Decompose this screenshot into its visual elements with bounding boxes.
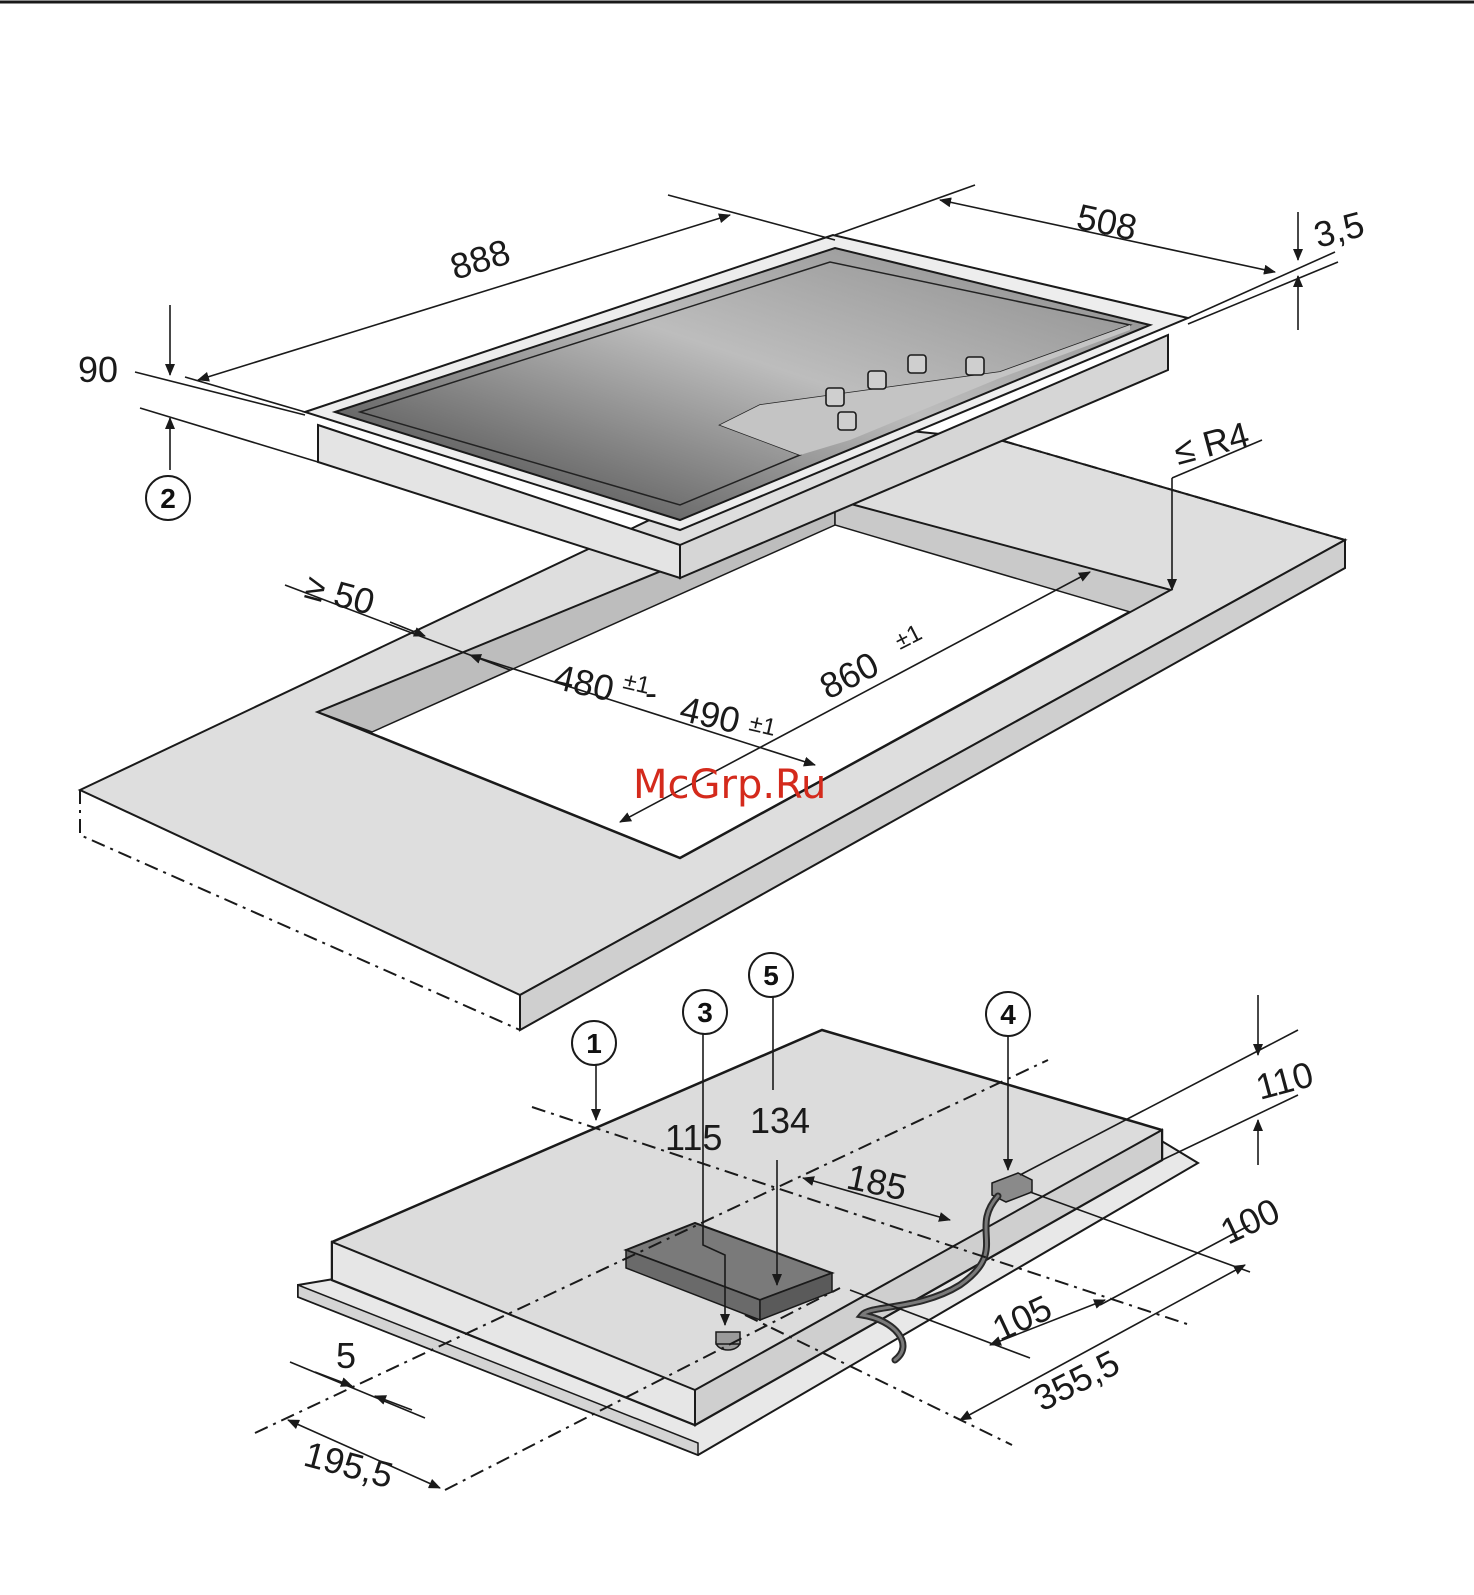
ext-line-110-bottom bbox=[1162, 1095, 1298, 1160]
dim-110: 110 bbox=[1251, 1053, 1317, 1107]
dim-888: 888 bbox=[445, 231, 514, 288]
dim-100: 100 bbox=[1214, 1190, 1286, 1253]
dim-dash: - bbox=[645, 672, 657, 713]
ext-line-5 bbox=[290, 1362, 425, 1418]
dim-5: 5 bbox=[336, 1335, 356, 1376]
dim-508: 508 bbox=[1073, 196, 1140, 249]
dim-105: 105 bbox=[986, 1287, 1058, 1350]
dim-min-50: ≥ 50 bbox=[301, 565, 379, 623]
dim-90: 90 bbox=[78, 349, 118, 390]
callout-4: 4 bbox=[1000, 999, 1016, 1030]
dim-115: 115 bbox=[665, 1117, 722, 1158]
dim-3-5: 3,5 bbox=[1309, 203, 1368, 256]
ext-line-90-top bbox=[135, 372, 305, 415]
dim-r4: ≤ R4 bbox=[1169, 414, 1253, 473]
dim-355-5: 355,5 bbox=[1027, 1342, 1126, 1419]
ext-line-888-right bbox=[668, 195, 835, 240]
ext-line-508-right bbox=[1188, 252, 1335, 318]
dim-134: 134 bbox=[750, 1100, 810, 1141]
callout-2: 2 bbox=[160, 483, 176, 514]
callout-3: 3 bbox=[697, 997, 713, 1028]
ext-line-3-5 bbox=[1188, 262, 1338, 324]
ext-line-90-bottom bbox=[140, 408, 318, 462]
watermark: McGrp.Ru bbox=[633, 762, 826, 808]
callout-1: 1 bbox=[586, 1028, 602, 1059]
callout-5: 5 bbox=[763, 960, 779, 991]
dim-195-5: 195,5 bbox=[300, 1433, 398, 1496]
ext-line-888-left bbox=[185, 377, 305, 412]
ext-line-508-left bbox=[835, 185, 975, 235]
dim-line-5-b bbox=[375, 1396, 412, 1410]
